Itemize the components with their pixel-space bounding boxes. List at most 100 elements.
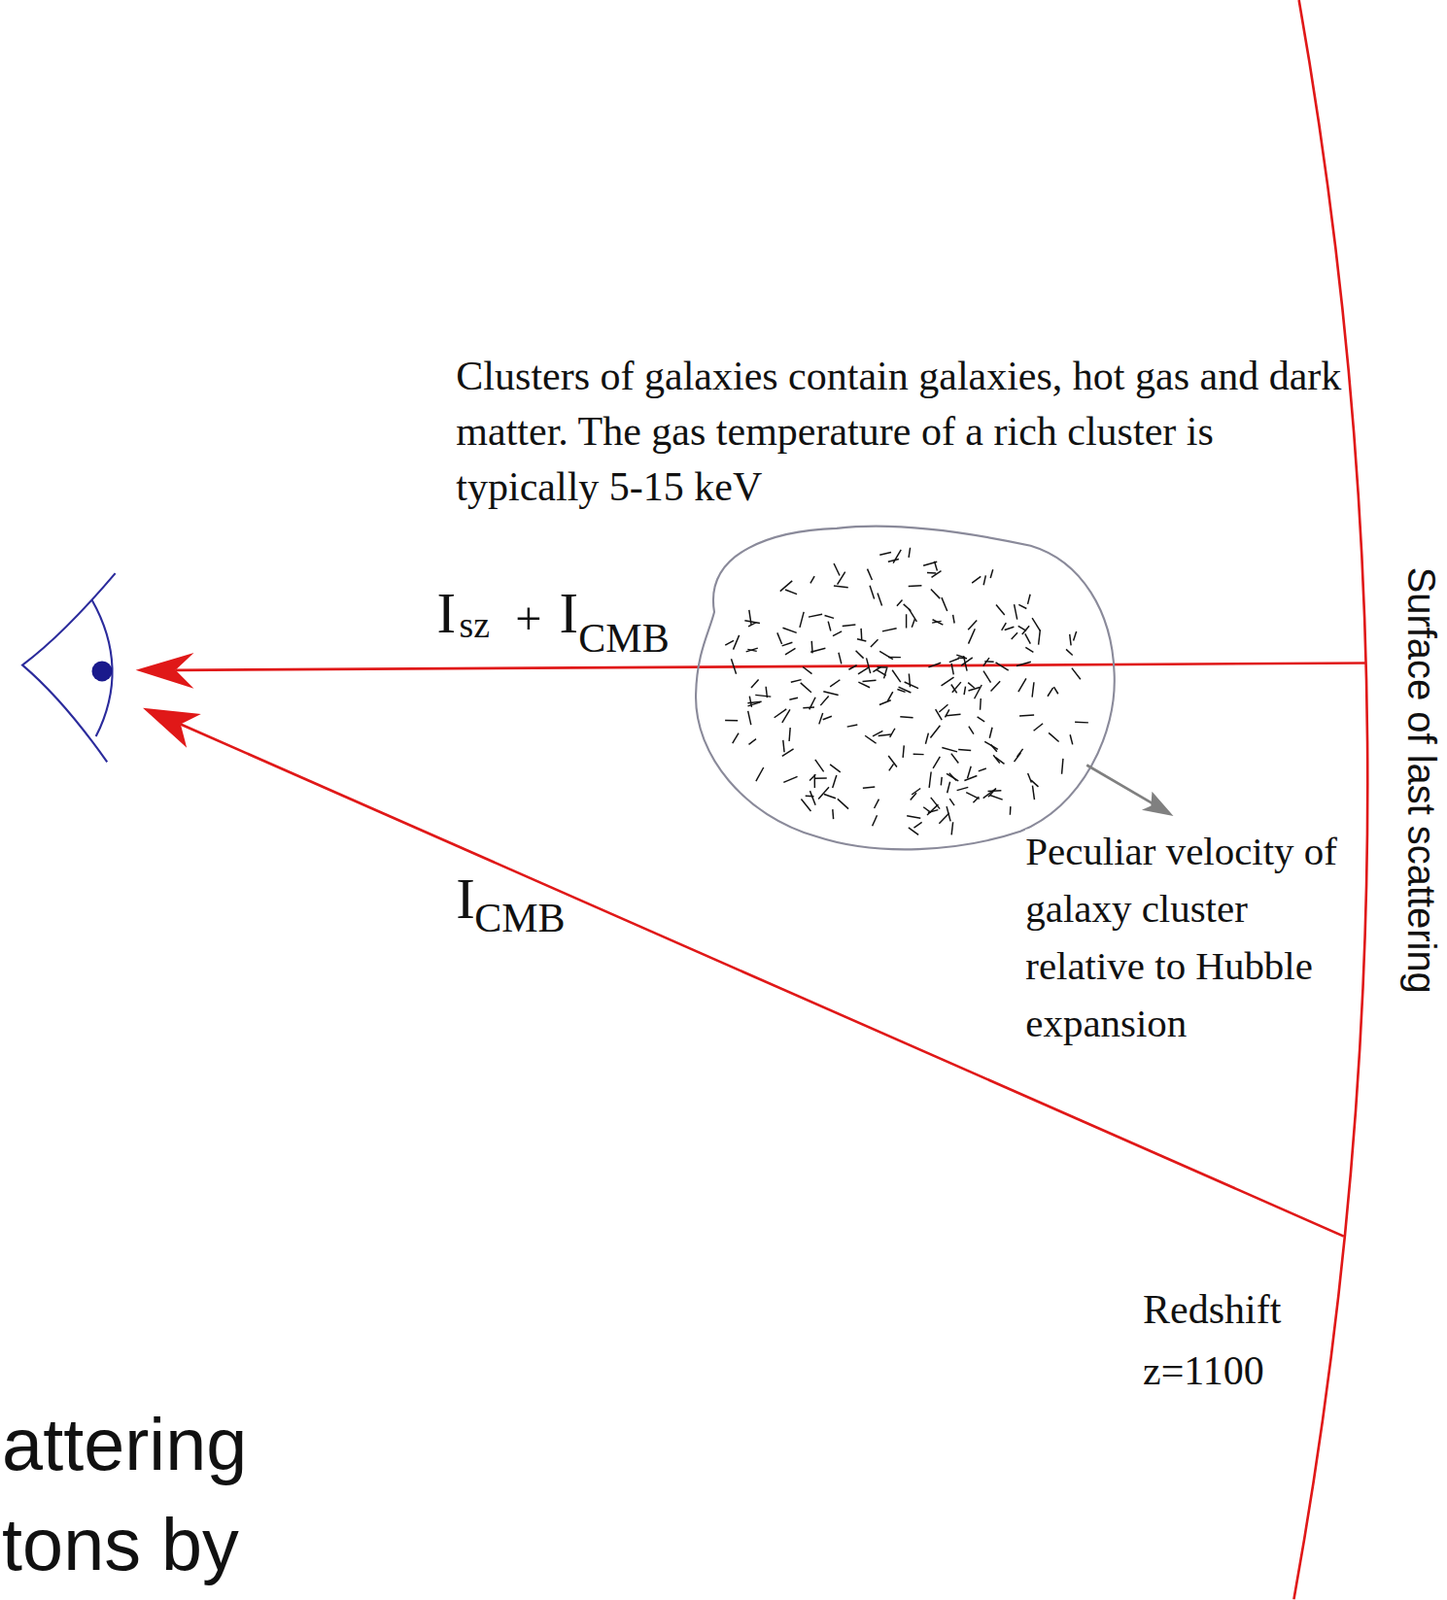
gas-dash [979, 698, 982, 711]
gas-dash [888, 756, 897, 768]
gas-dash [930, 725, 940, 739]
gas-dash [911, 619, 915, 628]
gas-dash [819, 713, 824, 724]
gas-dash [949, 658, 960, 663]
gas-dash [978, 768, 987, 772]
gas-dash [748, 711, 752, 725]
gas-dash [1014, 604, 1018, 620]
gas-dash [932, 757, 940, 769]
gas-dash [968, 726, 974, 735]
gas-dash [783, 627, 797, 633]
gas-dash [856, 651, 864, 659]
gas-dash [724, 640, 734, 646]
gas-dash [847, 724, 859, 727]
gas-dash [875, 669, 886, 676]
gas-dash [972, 796, 979, 803]
gas-dash [876, 666, 888, 669]
gas-dash [951, 663, 954, 676]
slide-text-fragment: attering [1, 1408, 247, 1482]
gas-dash [809, 791, 816, 806]
gas-dash [810, 576, 815, 584]
gas-dash [829, 764, 841, 773]
gas-dash [1048, 732, 1059, 742]
gas-dash [946, 773, 959, 781]
gas-dash [832, 775, 837, 789]
gas-dash [818, 787, 829, 799]
gas-dash [829, 680, 840, 688]
plus-sign: + [515, 595, 542, 643]
gas-dash [864, 735, 876, 744]
gas-dash [746, 648, 758, 653]
gas-dash [1001, 622, 1007, 631]
gas-dash [842, 624, 857, 627]
gas-dash [913, 822, 922, 828]
gas-dash [940, 777, 943, 786]
gas-dash [908, 827, 919, 836]
gas-dash [1066, 649, 1073, 655]
gas-dash [1069, 634, 1071, 646]
arrowhead [136, 653, 195, 690]
gas-dash [1028, 773, 1033, 784]
gas-dash [1022, 625, 1030, 635]
velocity-arrow [1086, 764, 1153, 804]
gas-dash [1004, 626, 1015, 630]
intensity-symbol: I [455, 870, 476, 929]
gas-dash [870, 639, 879, 648]
gas-dash [983, 671, 992, 684]
gas-dash [971, 576, 981, 584]
gas-dash [929, 771, 931, 788]
gas-dash [941, 597, 948, 612]
gas-dash [1032, 682, 1034, 697]
gas-dash [953, 615, 956, 624]
gas-dash [888, 559, 899, 563]
gas-dash [1047, 688, 1054, 697]
gas-dash [878, 734, 892, 737]
gas-dash [1038, 629, 1041, 645]
gas-dash [827, 621, 831, 632]
gas-dash [984, 660, 995, 663]
gas-dash [866, 657, 871, 674]
gas-dash [824, 793, 836, 798]
gas-dash [902, 745, 904, 758]
gas-dash [814, 777, 827, 780]
gas-dash [930, 797, 940, 810]
gas-dash [882, 628, 897, 632]
gas-dash [877, 593, 882, 607]
gas-dash [879, 551, 892, 555]
gas-dash [820, 695, 828, 706]
gas-dash [903, 604, 912, 612]
gas-dash [1073, 631, 1077, 641]
gas-dash [1011, 632, 1018, 640]
gas-dash [800, 683, 812, 693]
gas-dash [906, 816, 921, 819]
gas-dash [1019, 715, 1034, 717]
gas-dash [941, 677, 955, 687]
gas-dash [905, 614, 907, 628]
gas-dash [958, 749, 971, 752]
subscript: CMB [474, 897, 565, 939]
gas-dash [983, 575, 986, 586]
gas-dash [952, 682, 962, 693]
gas-dash [991, 745, 998, 753]
redshift-label: Redshift z=1100 [1142, 1279, 1337, 1403]
gas-dash [947, 782, 951, 794]
gas-dash [887, 691, 893, 701]
gas-dash [988, 790, 1002, 793]
gas-dash [888, 656, 901, 659]
gas-dash [1018, 678, 1027, 692]
gas-dash [896, 600, 903, 607]
eye-lens [91, 599, 112, 737]
cluster-note: Clusters of galaxies contain galaxies, h… [455, 348, 1344, 515]
gas-dash [1033, 723, 1044, 731]
gas-dash [908, 585, 923, 587]
gas-dash [949, 798, 955, 806]
gas-dash [774, 709, 788, 719]
gas-dash [990, 569, 994, 579]
gas-dash [890, 728, 896, 738]
gas-dash [860, 628, 862, 641]
subscript: sz [458, 607, 490, 645]
gas-dash [730, 658, 736, 674]
gas-dash [872, 815, 878, 827]
gas-dash [837, 798, 849, 809]
gas-dash [967, 620, 977, 630]
